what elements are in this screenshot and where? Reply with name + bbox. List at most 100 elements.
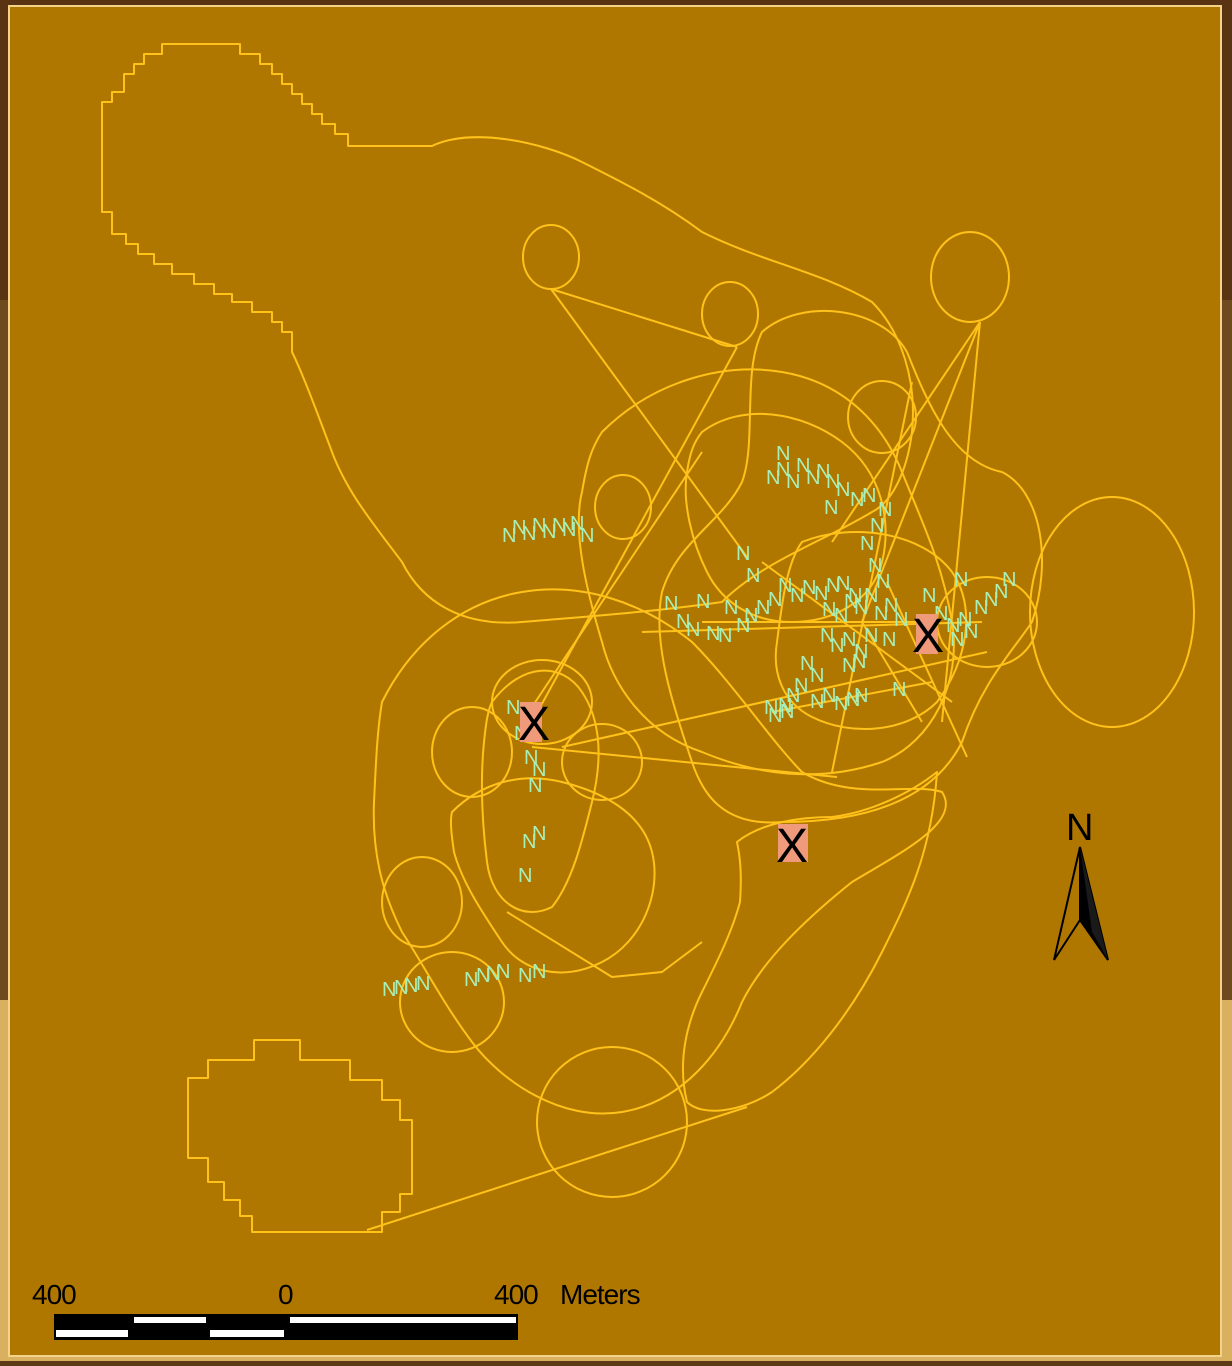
location-point: N bbox=[570, 513, 584, 535]
location-point: N bbox=[862, 485, 876, 507]
home-range-polygon-nw bbox=[101, 43, 914, 624]
location-point: N bbox=[382, 979, 396, 1001]
location-point: N bbox=[522, 523, 536, 545]
location-point: N bbox=[892, 679, 906, 701]
location-point: N bbox=[746, 565, 760, 587]
movement-line bbox=[366, 1106, 748, 1231]
location-point: N bbox=[854, 641, 868, 663]
location-point: N bbox=[532, 823, 546, 845]
home-range-layer bbox=[101, 43, 1195, 1233]
scale-label-center: 0 bbox=[278, 1279, 293, 1310]
location-point: N bbox=[522, 831, 536, 853]
location-point: N bbox=[854, 597, 868, 619]
home-range-circle bbox=[561, 723, 643, 801]
north-label: N bbox=[1066, 807, 1093, 849]
location-point: N bbox=[766, 467, 780, 489]
location-point: N bbox=[834, 605, 848, 627]
site-patch bbox=[916, 614, 938, 654]
location-point: N bbox=[502, 525, 516, 547]
location-point: N bbox=[810, 665, 824, 687]
movement-line bbox=[861, 321, 981, 623]
location-point: N bbox=[486, 963, 500, 985]
home-range-circle bbox=[536, 1046, 688, 1198]
movement-line bbox=[886, 581, 968, 758]
location-point: N bbox=[974, 597, 988, 619]
location-point: N bbox=[946, 615, 960, 637]
location-point: N bbox=[736, 543, 750, 565]
north-arrow: N bbox=[1053, 807, 1109, 961]
home-range-circle bbox=[930, 231, 1010, 323]
location-point: N bbox=[826, 575, 840, 597]
location-point: N bbox=[800, 653, 814, 675]
location-point: N bbox=[964, 621, 978, 643]
location-point: N bbox=[846, 689, 860, 711]
scale-label-right: 400 bbox=[494, 1279, 538, 1310]
location-point: N bbox=[830, 635, 844, 657]
location-point: N bbox=[922, 585, 936, 607]
location-point: N bbox=[894, 609, 908, 631]
movement-line bbox=[506, 911, 703, 978]
location-point: N bbox=[834, 693, 848, 715]
location-point: N bbox=[810, 691, 824, 713]
movement-line bbox=[831, 321, 981, 543]
north-arrow-icon bbox=[1053, 846, 1109, 961]
location-point: N bbox=[876, 571, 890, 593]
location-point: N bbox=[790, 585, 804, 607]
home-range-contour bbox=[480, 669, 600, 913]
location-point: N bbox=[826, 471, 840, 493]
location-point: N bbox=[706, 623, 720, 645]
location-point: N bbox=[950, 629, 964, 651]
location-point: N bbox=[820, 625, 834, 647]
location-point: N bbox=[870, 515, 884, 537]
site-patch bbox=[520, 702, 542, 742]
location-point: N bbox=[394, 977, 408, 999]
location-point: N bbox=[794, 675, 808, 697]
movement-line bbox=[531, 346, 738, 723]
location-point: N bbox=[864, 625, 878, 647]
location-point: N bbox=[994, 581, 1008, 603]
location-point: N bbox=[718, 625, 732, 647]
home-range-contour bbox=[577, 368, 955, 776]
site-patch bbox=[778, 824, 808, 862]
location-point: N bbox=[664, 593, 678, 615]
location-point: N bbox=[842, 655, 856, 677]
location-point: N bbox=[562, 519, 576, 541]
movement-line bbox=[521, 451, 703, 723]
location-point: N bbox=[836, 479, 850, 501]
location-point: N bbox=[552, 515, 566, 537]
location-point: N bbox=[842, 629, 856, 651]
location-point: N bbox=[736, 615, 750, 637]
movement-line bbox=[941, 321, 981, 723]
movement-line bbox=[861, 621, 923, 723]
location-point: N bbox=[844, 591, 858, 613]
movement-line bbox=[771, 681, 933, 713]
location-point: N bbox=[686, 619, 700, 641]
movement-line bbox=[831, 381, 913, 773]
scale-bar: 400 0 400 Meters bbox=[32, 1279, 641, 1340]
location-point: N bbox=[768, 705, 782, 727]
location-point: N bbox=[512, 517, 526, 539]
home-range-contour bbox=[774, 531, 968, 730]
location-point: N bbox=[496, 961, 510, 983]
location-point: N bbox=[768, 589, 782, 611]
site-marker: X bbox=[912, 610, 944, 663]
capture-sites: X X X bbox=[518, 610, 944, 873]
location-point: N bbox=[984, 589, 998, 611]
home-range-circle bbox=[431, 706, 513, 798]
location-point: N bbox=[464, 969, 478, 991]
location-point: N bbox=[802, 577, 816, 599]
home-range-circle bbox=[399, 951, 505, 1053]
home-range-circle bbox=[1029, 496, 1195, 728]
location-point: N bbox=[822, 685, 836, 707]
location-point: N bbox=[532, 759, 546, 781]
location-point: N bbox=[814, 583, 828, 605]
home-range-contour bbox=[681, 771, 938, 1112]
location-point: N bbox=[878, 499, 892, 521]
scale-bar-graphic bbox=[54, 1314, 518, 1340]
home-range-contour bbox=[658, 310, 1043, 824]
location-point: N bbox=[836, 573, 850, 595]
location-point: N bbox=[780, 701, 794, 723]
location-point: N bbox=[744, 605, 758, 627]
